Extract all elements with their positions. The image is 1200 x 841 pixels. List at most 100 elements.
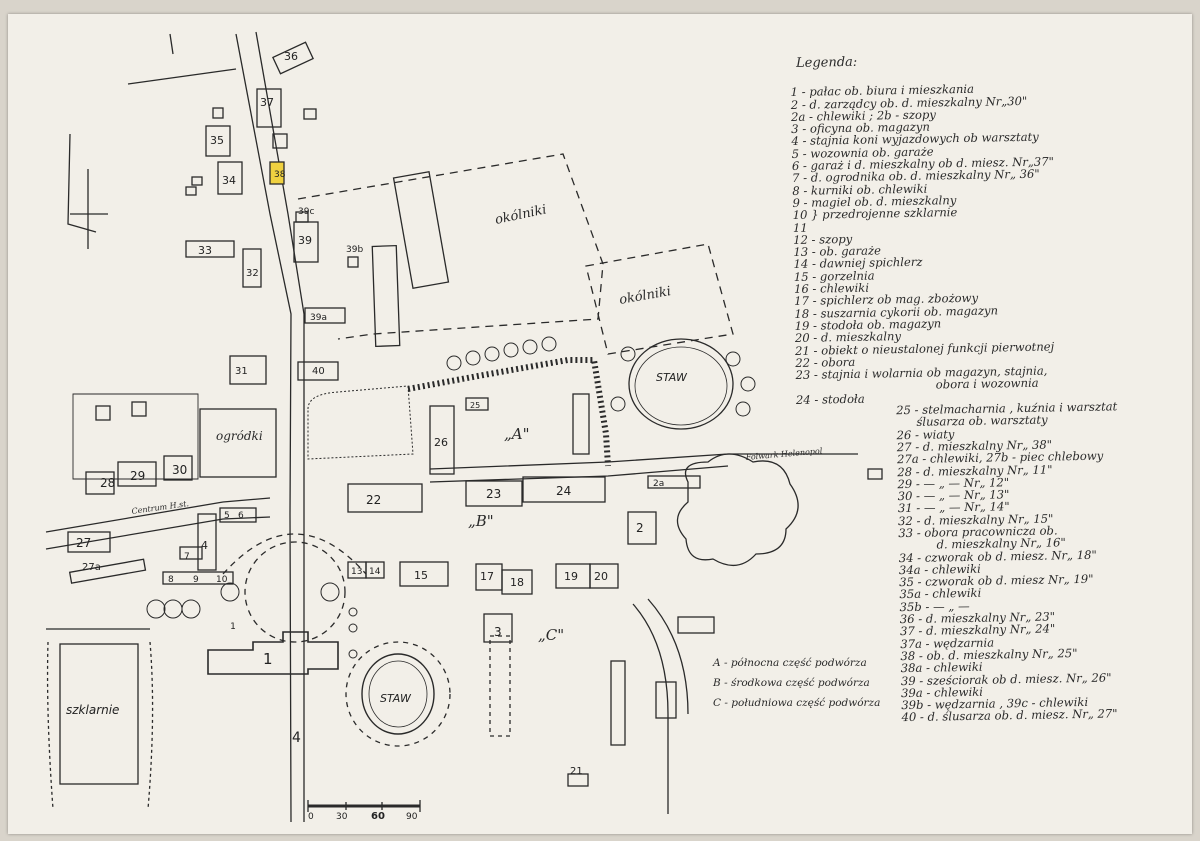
svg-text:1: 1 (230, 622, 236, 632)
building-35a (212, 107, 224, 119)
building-34 (217, 161, 243, 195)
building-36 (272, 41, 314, 75)
svg-text:19: 19 (564, 570, 578, 583)
grove-boundary (307, 385, 414, 460)
svg-text:30: 30 (172, 463, 187, 477)
svg-text:18: 18 (510, 576, 524, 589)
north-boundary (127, 68, 237, 85)
building-34a (185, 186, 197, 196)
svg-text:30: 30 (336, 812, 348, 822)
street-folwark-south (429, 465, 729, 483)
okolniki-enclosure (297, 153, 604, 340)
svg-text:27: 27 (76, 536, 91, 550)
svg-text:23: 23 (486, 487, 501, 501)
okolniki-label-2: okólniki (618, 284, 672, 308)
zone-code: C (713, 697, 722, 709)
building-38-highlight (269, 161, 285, 185)
svg-text:39a: 39a (310, 313, 327, 323)
svg-text:32: 32 (246, 268, 259, 279)
svg-text:26: 26 (434, 436, 448, 449)
building-31 (229, 355, 267, 385)
zone-code: A (713, 657, 721, 669)
svg-text:40: 40 (312, 366, 325, 377)
svg-text:39: 39 (298, 234, 312, 247)
building-27a (68, 558, 147, 584)
svg-text:4: 4 (201, 539, 208, 552)
svg-text:36: 36 (284, 50, 298, 63)
ogrodki-area (199, 408, 277, 478)
building-37a (303, 108, 317, 120)
zone-desc: - północna część podwórza (723, 657, 867, 669)
building-18 (501, 569, 533, 595)
svg-text:27a: 27a (82, 562, 101, 573)
zone-b-mark: „B" (468, 512, 494, 530)
okolniki-2-enclosure (585, 243, 734, 355)
building-38a (272, 133, 288, 149)
building-29 (117, 461, 157, 487)
building-33 (185, 240, 235, 258)
building-35b (191, 176, 203, 186)
building-27 (67, 531, 111, 553)
pond-north-label: STAW (656, 371, 688, 384)
svg-text:38: 38 (274, 170, 286, 180)
building-3 (483, 613, 513, 643)
building-20 (589, 563, 619, 589)
svg-text:2a: 2a (653, 479, 664, 489)
building-14 (365, 561, 385, 579)
svg-text:1: 1 (263, 650, 273, 668)
building-39a (304, 307, 346, 324)
street-centrum-label: Centrum H.st. (131, 499, 189, 516)
szklarnie-area (59, 643, 139, 785)
zone-row-a: A - północna część podwórza (713, 658, 883, 669)
svg-text:34: 34 (222, 174, 236, 187)
svg-text:60: 60 (371, 811, 385, 822)
svg-text:35: 35 (210, 134, 224, 147)
legend-title: Legenda: (795, 54, 858, 71)
svg-text:33: 33 (198, 244, 212, 257)
building-21 (567, 773, 589, 787)
garden-circle (244, 541, 346, 643)
map-sheet: okólniki okólniki STAW STAW ogródki szkl… (8, 14, 1192, 834)
tree-cluster (676, 453, 799, 566)
svg-text:39c: 39c (298, 207, 314, 217)
building-4 (197, 513, 217, 571)
zone-code: B (713, 677, 721, 689)
building-22 (347, 483, 423, 513)
svg-text:29: 29 (130, 469, 145, 483)
street-centrum-north (45, 497, 271, 533)
pond-south-outline (361, 653, 435, 735)
building-40 (297, 361, 339, 381)
site-plan-map: okólniki okólniki STAW STAW ogródki szkl… (45, 31, 883, 823)
building-2a (647, 475, 701, 489)
svg-text:13: 13 (351, 567, 362, 577)
ogrodki-label: ogródki (216, 429, 263, 443)
svg-text:4: 4 (292, 730, 301, 746)
building-26 (429, 405, 455, 475)
building-30 (163, 455, 193, 481)
long-building-2 (371, 244, 401, 348)
west-boundary (67, 133, 97, 233)
building-39b (347, 256, 359, 268)
building-1-palace (207, 631, 339, 675)
svg-text:25: 25 (470, 401, 480, 410)
legend-list: 1 - pałac ob. biura i mieszkania 2 - d. … (790, 79, 1200, 725)
szklarnie-label: szklarnie (66, 703, 119, 717)
zone-row-c: C - południowa część podwórza (713, 698, 883, 709)
courtyard-north-boundary (407, 357, 611, 467)
zone-a-mark: „A" (504, 425, 530, 443)
zone-row-b: B - środkowa część podwórza (713, 678, 883, 689)
svg-text:24: 24 (556, 484, 571, 498)
okolniki-label-1: okólniki (494, 202, 548, 228)
building-8-9 (162, 571, 234, 585)
street-folwark-north (429, 453, 858, 470)
street-centrum-south (45, 516, 271, 550)
svg-text:20: 20 (594, 570, 608, 583)
zone-legend: A - północna część podwórza B - środkowa… (713, 658, 883, 718)
building-39c (295, 211, 309, 223)
svg-text:28: 28 (100, 476, 115, 490)
svg-text:8: 8 (168, 575, 174, 585)
pond-south-label: STAW (380, 692, 412, 705)
svg-text:9: 9 (193, 575, 199, 585)
building-north-court (572, 393, 590, 455)
building-23 (465, 480, 523, 507)
